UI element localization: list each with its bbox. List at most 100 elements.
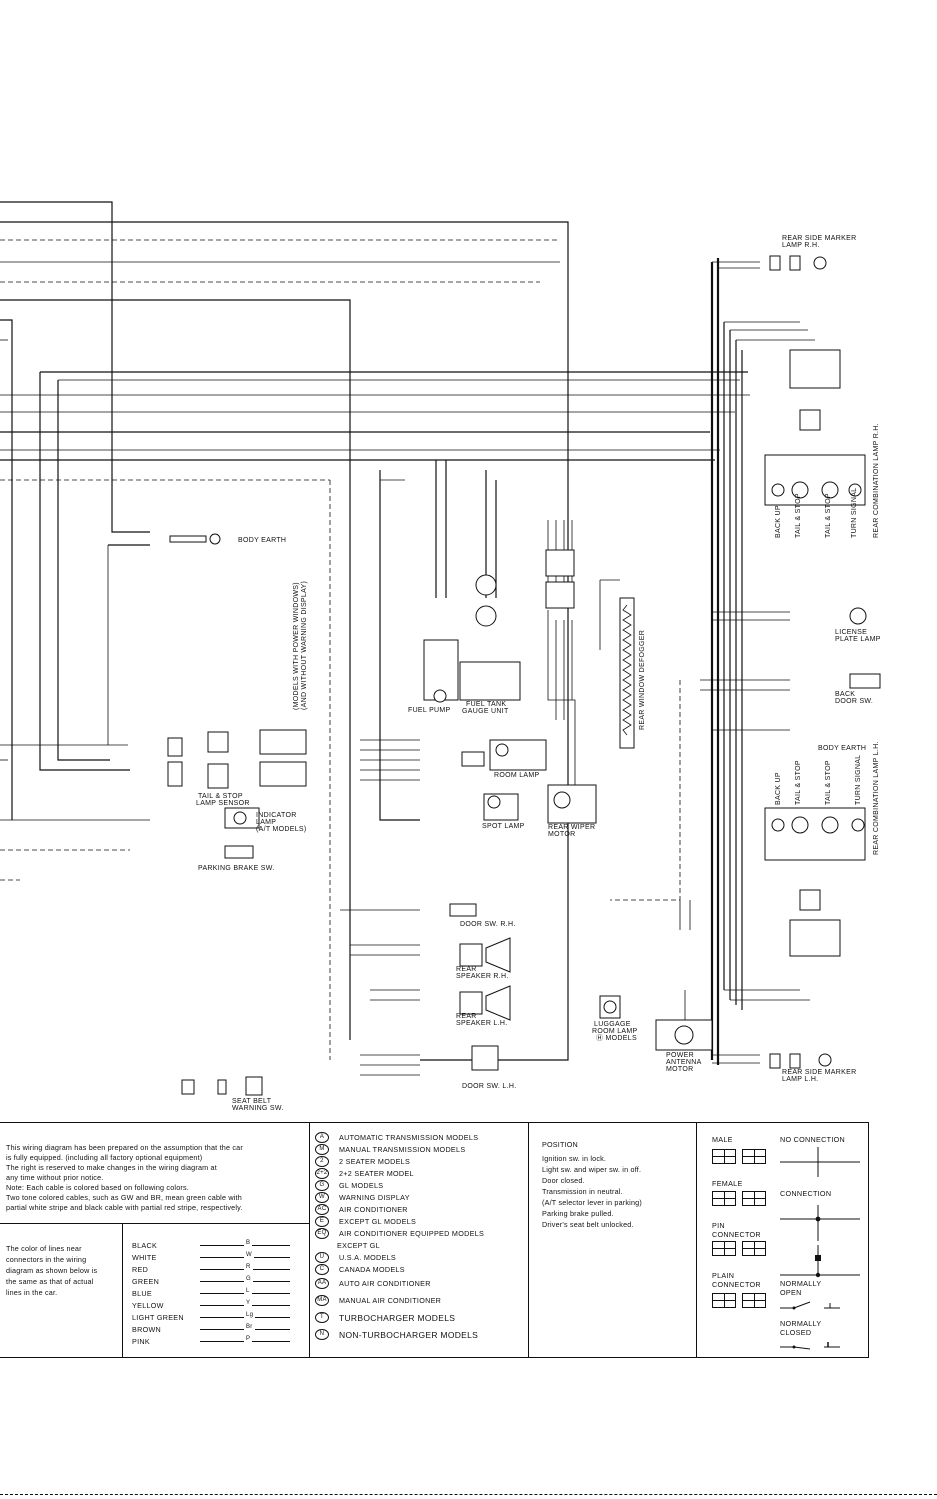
label-rear-side-marker-rh-2: LAMP R.H. [782,242,820,249]
label-power-antenna-3: MOTOR [666,1066,693,1073]
connector-icon [712,1293,736,1308]
normally-open-label: NORMALLY OPEN [780,1279,821,1297]
color-name: RED [132,1264,149,1274]
normally-closed-symbol [780,1342,840,1350]
abbr-symbol: C [315,1263,329,1275]
color-line: L [200,1287,290,1294]
label-indicator-2: LAMP [256,819,276,826]
color-code: B [244,1239,253,1246]
legend-divider-vertical [122,1223,123,1357]
color-name: PINK [132,1336,150,1346]
abbr-text: AUTOMATIC TRANSMISSION MODELS [339,1132,479,1142]
label-tail-stop-sensor-1: TAIL & STOP [198,793,243,800]
diagram-labels: REAR SIDE MARKER LAMP R.H. BODY EARTH (M… [196,235,880,1112]
male-label: MALE [712,1135,733,1144]
abbr-row: AA AUTO AIR CONDITIONER [315,1275,484,1292]
pin-connector-label: PIN CONNECTOR [712,1221,761,1239]
label-rear-side-marker-lh-2: LAMP L.H. [782,1076,818,1083]
abbr-symbol: T [315,1312,329,1323]
line-color-note: The color of lines near connectors in th… [6,1243,118,1298]
abbr-row: AC AIR CONDITIONER [315,1203,484,1215]
plain-label-1: PLAIN [712,1271,735,1280]
color-name: BLUE [132,1288,152,1298]
wiring-diagram: REAR SIDE MARKER LAMP R.H. BODY EARTH (M… [0,201,881,1112]
label-body-earth-2: BODY EARTH [818,745,866,752]
label-body-earth-1: BODY EARTH [238,537,286,544]
label-rear-comb-rh: REAR COMBINATION LAMP R.H. [873,423,880,538]
abbr-text: MANUAL AIR CONDITIONER [339,1296,442,1305]
label-turn-signal-lh: TURN SIGNAL [855,755,862,805]
label-rear-speaker-rh-1: REAR [456,966,477,973]
connection-symbol [780,1205,860,1241]
note-line: Two tone colored cables, such as GW and … [6,1193,242,1202]
position-title: POSITION [542,1140,578,1149]
label-rear-wiper-1: REAR WIPER [548,824,595,831]
label-back-up-lh: BACK UP [775,772,782,805]
position-item: Transmission in neutral. [542,1187,623,1196]
label-back-door-1: BACK [835,691,855,698]
abbr-symbol: AC [315,1203,329,1215]
connector-icon [712,1191,736,1206]
abbr-text: 2 SEATER MODELS [339,1156,411,1166]
color-line: Y [200,1299,290,1306]
pin-label-2: CONNECTOR [712,1230,761,1239]
abbr-text: 2+2 SEATER MODEL [339,1168,414,1178]
connector-icon [742,1241,766,1256]
color-line: P [200,1335,290,1342]
position-item: Ignition sw. in lock. [542,1154,607,1163]
color-name: BROWN [132,1324,162,1334]
note-line: is fully equipped. (including all factor… [6,1153,203,1162]
abbr-text: AIR CONDITIONER [339,1204,408,1214]
label-back-up-rh: BACK UP [775,505,782,538]
normally-open-symbol [780,1301,840,1310]
label-rear-window-defogger: REAR WINDOW DEFOGGER [639,630,646,730]
label-luggage-2: ROOM LAMP [592,1028,638,1035]
color-name: YELLOW [132,1300,164,1310]
components [167,255,881,1096]
normally-closed-1: NORMALLY [780,1319,822,1328]
color-line: W [200,1251,290,1258]
label-rear-comb-lh: REAR COMBINATION LAMP L.H. [873,741,880,855]
label-models-power-windows-1: (MODELS WITH POWER WINDOWS) [293,582,300,710]
no-connection-symbol [780,1147,860,1177]
label-fuel-pump: FUEL PUMP [408,707,451,714]
abbr-text: WARNING DISPLAY [339,1192,410,1202]
abbr-text: MANUAL TRANSMISSION MODELS [339,1144,466,1154]
abbr-text: GL MODELS [339,1180,384,1190]
label-turn-signal-rh: TURN SIGNAL [851,488,858,538]
abbr-symbol: 2+2 [315,1167,329,1179]
color-code: P [244,1335,253,1342]
connector-icon [712,1149,736,1164]
male-connector-symbol [712,1149,772,1169]
abbr-symbol: AA [315,1278,329,1289]
label-door-sw-rh: DOOR SW. R.H. [460,921,516,928]
position-item: Door closed. [542,1176,585,1185]
color-name: WHITE [132,1252,157,1262]
label-rear-speaker-lh-1: REAR [456,1013,477,1020]
label-room-lamp: ROOM LAMP [494,772,540,779]
abbr-row: EXCEPT GL [315,1239,484,1251]
abbr-text: AIR CONDITIONER EQUIPPED MODELS [339,1228,485,1238]
color-code: L [244,1287,252,1294]
line-note-text: The color of lines near [6,1244,82,1253]
position-item: Light sw. and wiper sw. in off. [542,1165,642,1174]
color-name: GREEN [132,1276,160,1286]
note-line: Note: Each cable is colored based on fol… [6,1183,189,1192]
main-harness-wires [0,201,750,1061]
line-note-text: connectors in the wiring [6,1255,87,1264]
female-label: FEMALE [712,1179,743,1188]
color-name: LIGHT GREEN [132,1312,184,1322]
abbr-text: AUTO AIR CONDITIONER [339,1279,431,1288]
note-line: The right is reserved to make changes in… [6,1163,217,1172]
connector-icon [742,1293,766,1308]
